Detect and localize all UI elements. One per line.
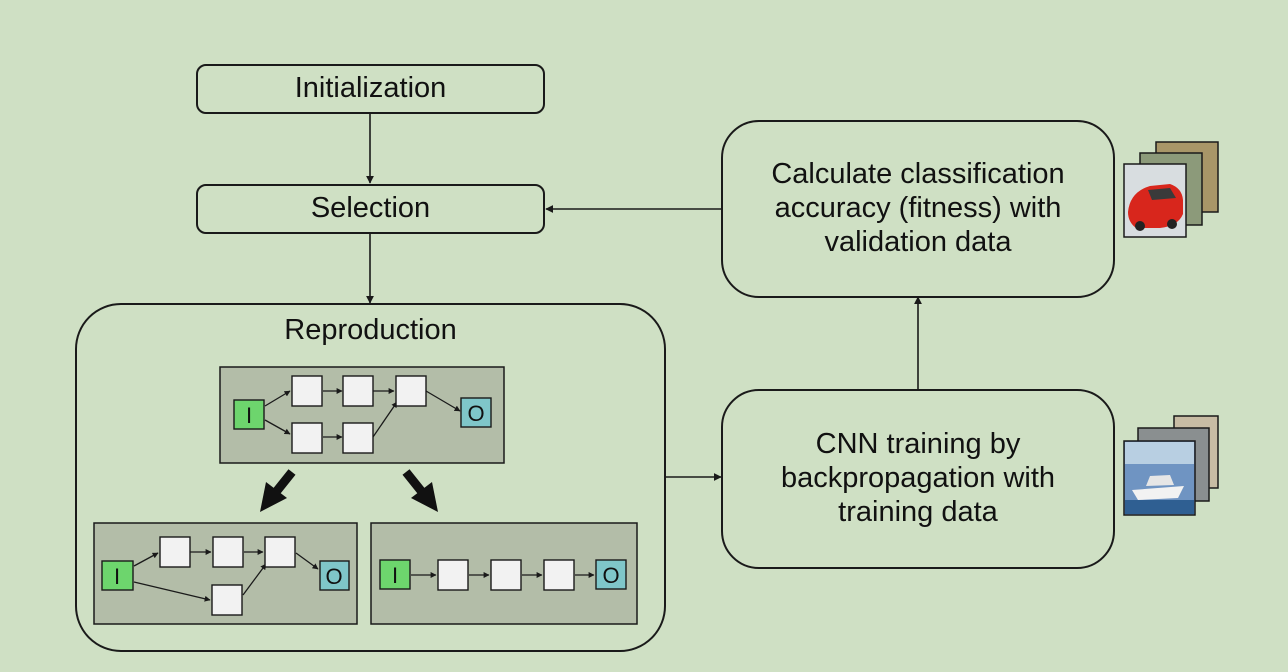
hidden-node	[291, 375, 323, 407]
input-node-label: I	[392, 563, 398, 588]
boat-picture	[1132, 486, 1184, 500]
child-network-b-graph: I O	[370, 522, 638, 625]
initialization-step: Initialization	[196, 64, 545, 114]
reproduction-label: Reproduction	[284, 314, 457, 346]
hidden-node	[395, 375, 427, 407]
image-stack-icon	[1123, 415, 1219, 516]
network-edge	[425, 390, 461, 412]
hidden-node	[342, 422, 374, 454]
selection-step: Selection	[196, 184, 545, 234]
network-edge	[242, 563, 267, 596]
hidden-node	[159, 536, 191, 568]
output-node	[595, 559, 627, 590]
right-offspring-arrowhead	[411, 482, 438, 512]
output-node-label: O	[467, 401, 484, 426]
boat-cabin	[1146, 475, 1174, 486]
hidden-node	[211, 584, 243, 616]
car-wheel	[1167, 219, 1177, 229]
input-node	[101, 560, 134, 591]
training-step: CNN training by backpropagation with tra…	[721, 389, 1115, 569]
left-offspring-arrow	[272, 469, 296, 495]
network-edge	[372, 401, 398, 438]
hidden-node	[264, 536, 296, 568]
water	[1125, 500, 1194, 514]
network-edge	[295, 552, 319, 570]
network-edge	[133, 552, 159, 567]
reproduction-step: Reproduction	[75, 303, 666, 652]
hidden-node	[342, 375, 374, 407]
output-node-label: O	[602, 563, 619, 588]
training-label: CNN training by backpropagation with tra…	[780, 428, 1056, 528]
input-node-label: I	[114, 564, 120, 589]
image-stack-icon	[1123, 141, 1219, 238]
output-node	[460, 397, 492, 428]
parent-network-graph: I O	[219, 366, 505, 464]
input-node	[379, 559, 411, 590]
offspring-arrows	[260, 469, 438, 512]
car-window	[1148, 188, 1176, 200]
left-offspring-arrowhead	[260, 482, 287, 512]
car-wheel	[1135, 221, 1145, 231]
sky	[1125, 442, 1194, 464]
input-node	[233, 399, 265, 430]
hidden-node	[490, 559, 522, 591]
output-node-label: O	[325, 564, 342, 589]
child-network-a-graph: I O	[93, 522, 358, 625]
network-edge	[133, 581, 211, 602]
network-edge	[264, 419, 291, 435]
hidden-node	[291, 422, 323, 454]
evaluation-label: Calculate classification accuracy (fitne…	[771, 158, 1065, 258]
network-edges	[264, 390, 291, 407]
output-node	[319, 560, 350, 591]
evaluation-step: Calculate classification accuracy (fitne…	[721, 120, 1115, 298]
hidden-node	[543, 559, 575, 591]
input-node-label: I	[246, 403, 252, 428]
selection-label: Selection	[310, 192, 431, 225]
hidden-node	[437, 559, 469, 591]
hidden-node	[212, 536, 244, 568]
right-offspring-arrow	[402, 469, 426, 495]
initialization-label: Initialization	[294, 72, 447, 105]
